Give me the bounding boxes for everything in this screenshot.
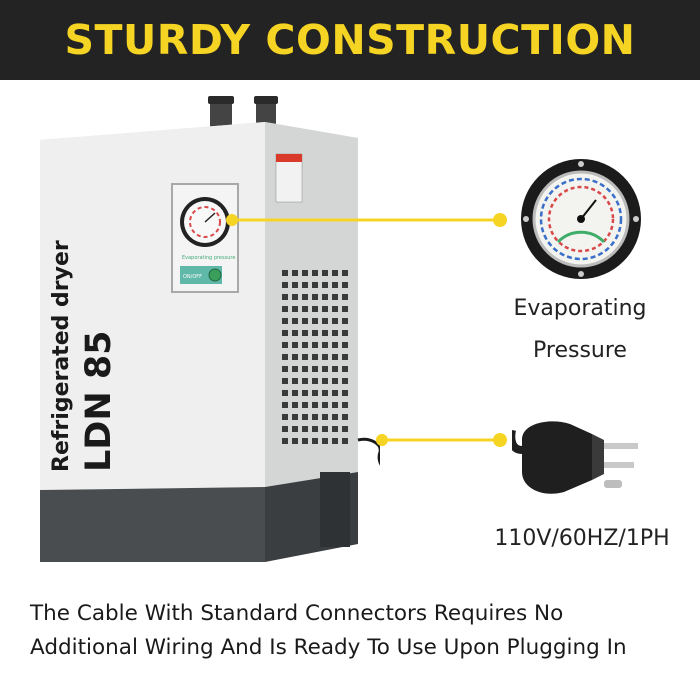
gauge-panel-label: Evaporating pressure xyxy=(182,255,235,261)
power-cable xyxy=(357,437,380,466)
product-type-text: Refrigerated dryer xyxy=(49,240,74,472)
refrigerated-dryer-image: Evaporating pressure ON/OFF Refrigerated… xyxy=(40,96,380,562)
gauge-callout-line1: Evaporating xyxy=(513,296,647,321)
gauge-callout-line2: Pressure xyxy=(533,338,627,363)
top-connectors xyxy=(208,96,278,130)
power-plug-image xyxy=(512,421,638,494)
title-banner: STURDY CONSTRUCTION xyxy=(0,0,700,80)
pressure-gauge-image xyxy=(521,159,641,279)
caption-line1: The Cable With Standard Connectors Requi… xyxy=(30,601,564,626)
plug-callout-label: 110V/60HZ/1PH xyxy=(494,526,670,551)
base-front xyxy=(40,487,265,562)
power-button-icon xyxy=(208,268,222,282)
banner-title: STURDY CONSTRUCTION xyxy=(64,16,636,64)
model-text: LDN 85 xyxy=(79,330,119,472)
side-vent-grid xyxy=(282,270,348,444)
caption-line2: Additional Wiring And Is Ready To Use Up… xyxy=(30,635,627,660)
power-label: ON/OFF xyxy=(183,274,202,280)
